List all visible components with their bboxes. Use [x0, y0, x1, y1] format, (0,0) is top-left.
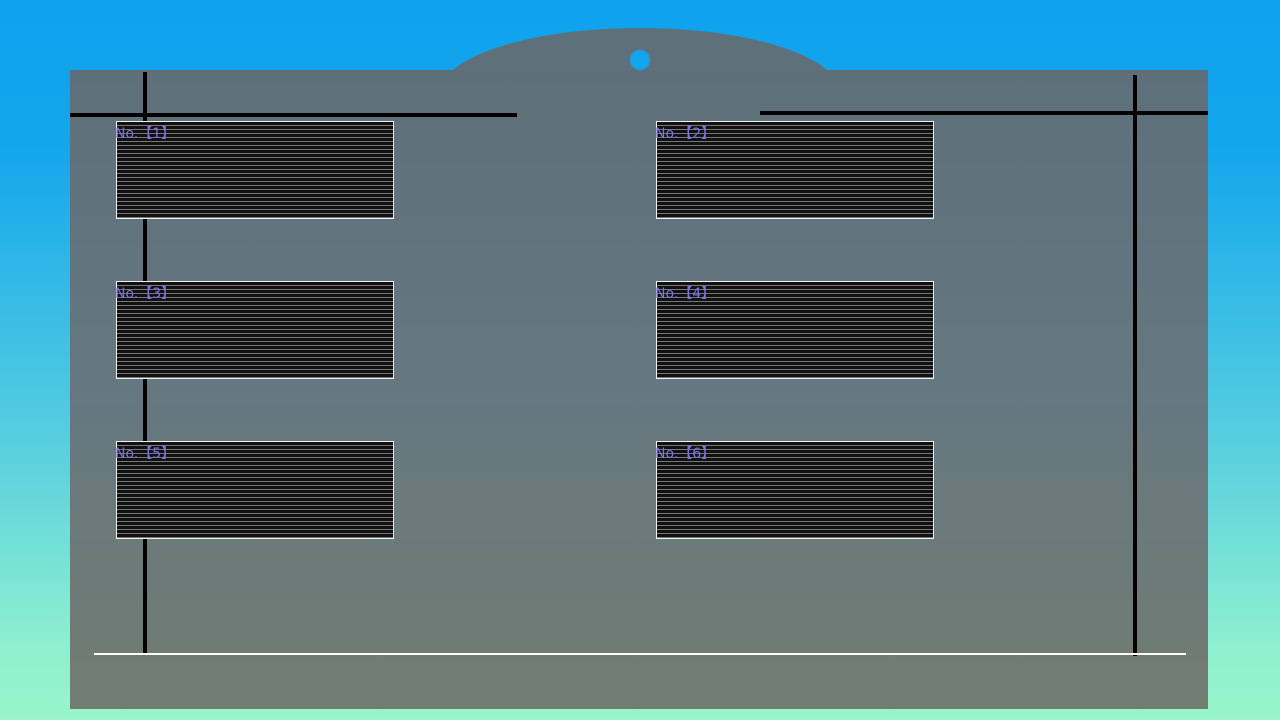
- save-slot-5[interactable]: No.【5】: [115, 441, 394, 539]
- slot-number-label: No.【1】: [115, 126, 176, 142]
- save-slot-2[interactable]: No.【2】: [655, 121, 934, 219]
- top-right-rail: [760, 111, 1208, 115]
- panel-hole-ornament: [630, 50, 650, 70]
- save-slot-4[interactable]: No.【4】: [655, 281, 934, 379]
- top-left-rail: [70, 113, 517, 117]
- slot-number-label: No.【3】: [115, 286, 176, 302]
- right-post: [1133, 75, 1137, 656]
- slot-number-label: No.【2】: [655, 126, 716, 142]
- slot-number-label: No.【5】: [115, 446, 176, 462]
- save-slot-1[interactable]: No.【1】: [115, 121, 394, 219]
- save-slot-3[interactable]: No.【3】: [115, 281, 394, 379]
- slot-number-label: No.【4】: [655, 286, 716, 302]
- slot-number-label: No.【6】: [655, 446, 716, 462]
- save-slot-6[interactable]: No.【6】: [655, 441, 934, 539]
- bottom-rail: [94, 653, 1186, 655]
